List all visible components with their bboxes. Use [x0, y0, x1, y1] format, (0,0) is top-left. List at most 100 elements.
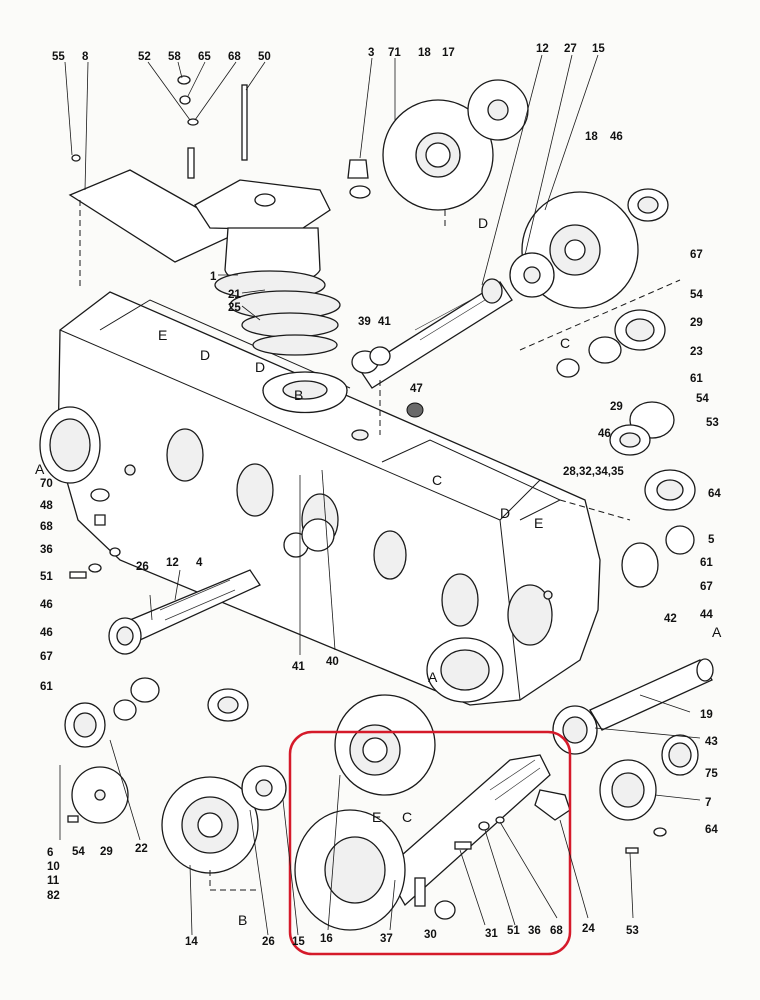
bearing-housing-b: [262, 371, 348, 414]
shaft-19: [589, 658, 714, 731]
washer-64-bolt-53: [625, 827, 667, 854]
label-41-mid: 41: [292, 661, 305, 673]
label-12: 12: [536, 43, 549, 55]
mark-d-right: D: [255, 359, 265, 375]
label-54-top: 54: [690, 289, 703, 301]
label-44: 44: [700, 609, 713, 621]
mark-d-left: D: [200, 347, 210, 363]
carrier-7: [599, 759, 657, 821]
label-67-mid: 67: [700, 581, 713, 593]
label-46-left-a: 46: [40, 599, 53, 611]
label-39: 39: [358, 316, 371, 328]
label-82: 82: [47, 890, 60, 902]
label-68-low: 68: [550, 925, 563, 937]
label-16: 16: [320, 933, 333, 945]
label-4: 4: [196, 557, 203, 569]
label-51-left: 51: [40, 571, 53, 583]
label-41-top: 41: [378, 316, 391, 328]
label-51-low: 51: [507, 925, 520, 937]
mark-d-top: D: [478, 215, 488, 231]
bearing-61-67: [621, 525, 695, 588]
label-46-mid: 46: [598, 428, 611, 440]
seal-23: [556, 336, 622, 378]
label-68: 68: [228, 51, 241, 63]
bearing-46-top: [627, 188, 669, 222]
label-58: 58: [168, 51, 181, 63]
label-25: 25: [228, 302, 241, 314]
gear-18-top: [382, 99, 494, 211]
label-26-left: 26: [136, 561, 149, 573]
label-43: 43: [705, 736, 718, 748]
label-67-left: 67: [40, 651, 53, 663]
plug-47: [406, 402, 424, 418]
label-26-low: 26: [262, 936, 275, 948]
shaft-lower-left: [108, 569, 261, 655]
label-75: 75: [705, 768, 718, 780]
cover-29-top: [614, 309, 666, 351]
label-29-low: 29: [100, 846, 113, 858]
shaft-upper: [359, 278, 513, 389]
label-11: 11: [47, 875, 60, 887]
label-30: 30: [424, 929, 437, 941]
left-lower-bearings: [64, 677, 249, 748]
label-14: 14: [185, 936, 198, 948]
label-36-left: 36: [40, 544, 53, 556]
label-67-top: 67: [690, 249, 703, 261]
label-17: 17: [442, 47, 455, 59]
label-61-left: 61: [40, 681, 53, 693]
label-28-32-34-35: 28,32,34,35: [563, 466, 624, 478]
gear-14-lower: [161, 776, 259, 874]
label-46-top: 46: [610, 131, 623, 143]
label-5: 5: [708, 534, 715, 546]
mark-e-mid: E: [534, 515, 543, 531]
bearing-carrier-5: [644, 469, 696, 511]
label-8: 8: [82, 51, 89, 63]
seals-40-41: [283, 518, 335, 558]
label-24: 24: [582, 923, 595, 935]
part-labels: 55 8 52 58 65 68 50 3 71 18 17 12 27 15 …: [40, 43, 721, 948]
gear-17-top: [467, 79, 529, 141]
label-70: 70: [40, 478, 53, 490]
label-29-top: 29: [690, 317, 703, 329]
highlight-box: [288, 730, 572, 956]
gear-27-small: [509, 252, 555, 298]
cover-29-lower: [67, 766, 129, 824]
label-61-top: 61: [690, 373, 703, 385]
label-22: 22: [135, 843, 148, 855]
label-54-low: 54: [72, 846, 85, 858]
label-48: 48: [40, 500, 53, 512]
label-27: 27: [564, 43, 577, 55]
mark-c-low: C: [402, 809, 412, 825]
label-10: 10: [47, 861, 60, 873]
label-53-low: 53: [626, 925, 639, 937]
bearing-46-mid: [609, 424, 651, 456]
housing-flange-left: [39, 406, 101, 484]
label-40: 40: [326, 656, 339, 668]
label-54-mid: 54: [696, 393, 709, 405]
pto-unit: [194, 179, 341, 356]
label-15-low: 15: [292, 936, 305, 948]
label-29-mid: 29: [610, 401, 623, 413]
mark-e-low: E: [372, 809, 381, 825]
label-12-left: 12: [166, 557, 179, 569]
mark-d-mid: D: [500, 505, 510, 521]
plug-and-washer: [347, 159, 371, 441]
mark-a-mid: A: [428, 669, 438, 685]
housing-flange-right: [426, 637, 504, 703]
label-18-right: 18: [585, 131, 598, 143]
seals-39-41: [351, 346, 391, 374]
guide-lines: [209, 210, 681, 891]
label-64-low: 64: [705, 824, 718, 836]
mark-a-right: A: [712, 624, 722, 640]
bearing-43: [552, 705, 598, 755]
label-46-left-b: 46: [40, 627, 53, 639]
stud-bolts: [71, 75, 248, 179]
label-18: 18: [418, 47, 431, 59]
section-marks: A A A B B C C C D D D D E E E: [35, 215, 722, 928]
label-50: 50: [258, 51, 271, 63]
mark-e-top: E: [158, 327, 167, 343]
label-7: 7: [705, 797, 711, 809]
mark-c-mid: C: [432, 472, 442, 488]
mark-a-left: A: [35, 461, 45, 477]
seal-75: [661, 734, 699, 776]
